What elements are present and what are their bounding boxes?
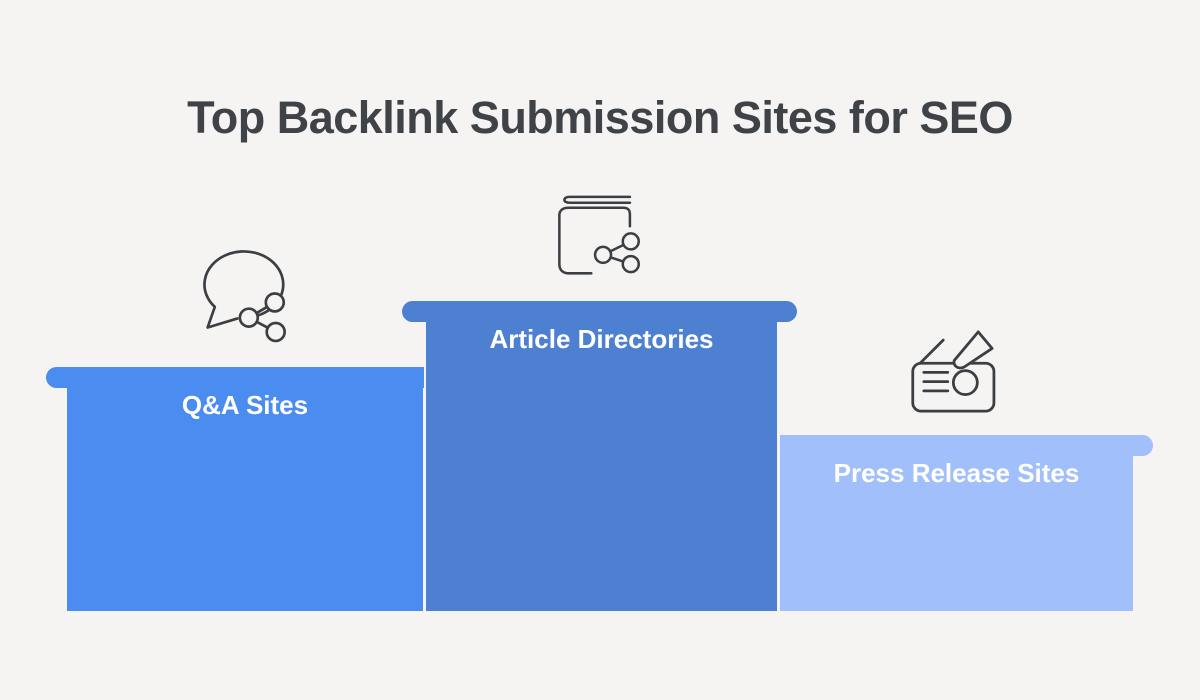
bar-press-release-sites bbox=[780, 435, 1133, 611]
bar-article-directories bbox=[426, 301, 777, 611]
bar-label-press-release-sites: Press Release Sites bbox=[833, 457, 1080, 488]
chat-share-icon bbox=[196, 250, 290, 345]
bar-label-article-directories: Article Directories bbox=[489, 323, 714, 354]
book-share-icon bbox=[556, 186, 640, 280]
megaphone-press-icon bbox=[905, 330, 998, 413]
bar-qa-sites bbox=[67, 367, 423, 611]
page-title: Top Backlink Submission Sites for SEO bbox=[187, 92, 1013, 143]
bar-label-qa-sites: Q&A Sites bbox=[181, 389, 309, 420]
